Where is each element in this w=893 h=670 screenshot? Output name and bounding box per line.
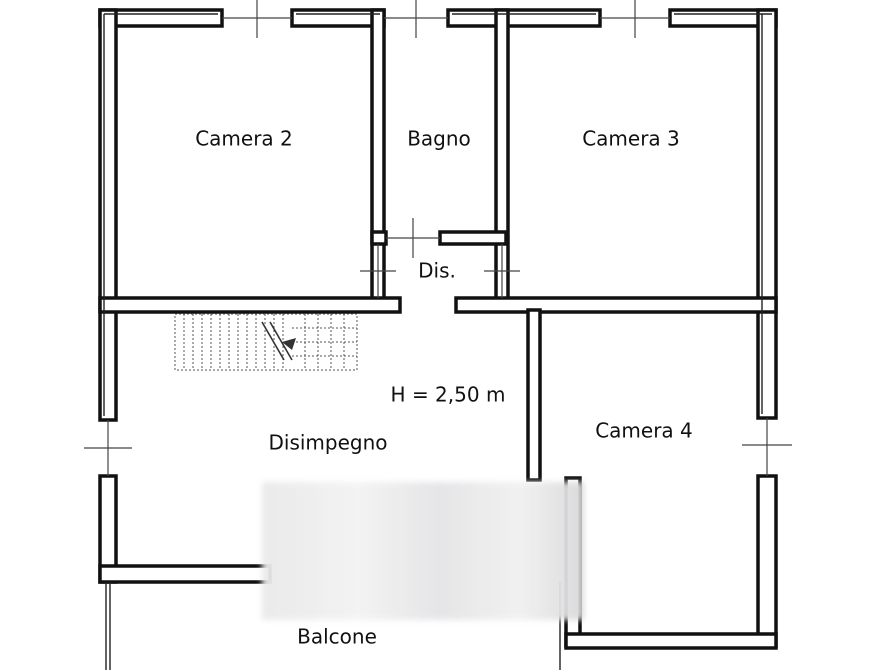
label-disimpegno: Disimpegno	[268, 431, 387, 455]
wall-inner-lines	[103, 13, 772, 416]
label-dis: Dis.	[418, 259, 456, 283]
staircase	[174, 313, 358, 371]
label-bagno: Bagno	[407, 127, 471, 151]
label-camera-3: Camera 3	[582, 127, 680, 151]
label-camera-4: Camera 4	[595, 419, 693, 443]
label-height: H = 2,50 m	[391, 383, 506, 407]
stair-arrow-icon	[282, 338, 296, 350]
window-markers	[84, 0, 792, 476]
label-balcone: Balcone	[297, 625, 377, 649]
label-camera-2: Camera 2	[195, 127, 293, 151]
blurred-watermark	[262, 482, 584, 620]
